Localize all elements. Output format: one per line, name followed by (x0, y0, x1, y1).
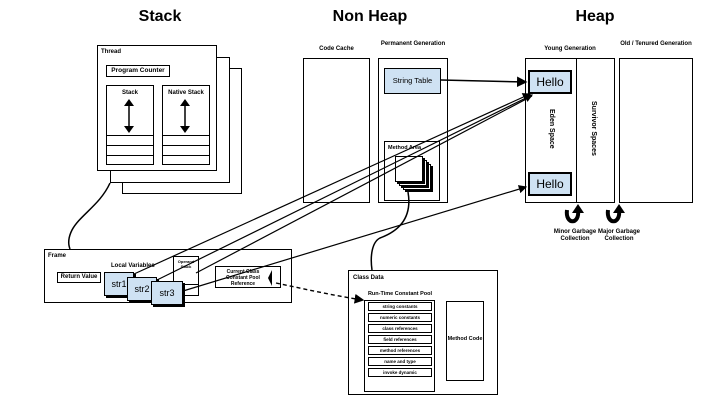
permanent-generation-label: Permanent Generation (380, 41, 446, 47)
str1-hello-reference (133, 93, 532, 275)
minor-gc-label: Minor Garbage Collection (553, 229, 597, 242)
rcp-item: name and type (368, 357, 432, 366)
str3-variable: str3 (151, 281, 183, 305)
old-generation-box (619, 58, 693, 203)
heap-header: Heap (575, 8, 615, 25)
major-gc-arrow (605, 204, 625, 224)
frame-title: Frame (48, 253, 67, 259)
hello-object-top: Hello (528, 70, 572, 94)
method-area-class-connector (370, 191, 410, 271)
native-stack-divider (163, 155, 209, 156)
thread-title: Thread (101, 49, 122, 55)
eden-space-label: Eden Space (548, 109, 555, 149)
eden-survivor-divider (576, 59, 577, 202)
native-stack-divider (163, 145, 209, 146)
thread-frame-connector (67, 182, 111, 250)
native-stack-updown-arrow (180, 99, 190, 133)
hello-object-bottom: Hello (528, 172, 572, 196)
method-code-box: Method Code (446, 301, 484, 381)
native-stack-column: Native Stack (162, 85, 210, 165)
cp-reference-pointer (268, 270, 272, 286)
str2-hello-reference (156, 94, 534, 281)
rcp-item: class references (368, 324, 432, 333)
rcp-item: string constants (368, 302, 432, 311)
cp-reference-dashed-arrow (275, 282, 365, 304)
old-generation-label: Old / Tenured Generation (620, 41, 692, 47)
stack-divider (107, 135, 153, 136)
stack-divider (107, 145, 153, 146)
stack-column-label: Stack (121, 90, 138, 96)
rcp-item: invoke dynamic (368, 368, 432, 377)
method-area-label: Method Area (388, 145, 422, 151)
class-data-title: Class Data (353, 275, 384, 281)
operand-stack-hello-reference (195, 95, 533, 274)
rcp-title: Run-Time Constant Pool (367, 291, 433, 297)
rcp-item: numeric constants (368, 313, 432, 322)
code-cache-box (303, 58, 370, 203)
survivor-spaces-label: Survivor Spaces (590, 101, 597, 156)
operand-stack-label: Operand Stack (177, 259, 195, 269)
major-gc-label: Major Garbage Collection (597, 229, 640, 242)
young-generation-label: Young Generation (544, 46, 596, 52)
method-area-box: Method Area (384, 141, 440, 201)
code-cache-label: Code Cache (319, 46, 354, 52)
minor-gc-arrow (564, 204, 584, 224)
frame-box: Frame Return Value Local Variables Opera… (44, 249, 292, 303)
string-table: String Table (384, 68, 441, 94)
method-code-label: Method Code (447, 336, 483, 342)
native-stack-label: Native Stack (168, 90, 204, 96)
cp-reference-label: Current Class Constant Pool Reference (226, 269, 260, 287)
stack-column: Stack (106, 85, 154, 165)
stack-divider (107, 155, 153, 156)
return-value: Return Value (57, 272, 101, 283)
local-variables-label: Local Variables (111, 263, 155, 269)
rcp-item: field references (368, 335, 432, 344)
program-counter: Program Counter (106, 65, 170, 77)
stack-updown-arrow (124, 99, 134, 133)
string-table-hello-arrow (440, 76, 528, 88)
operand-stack-divider (174, 284, 198, 285)
permanent-generation-box: String Table Method Area (378, 58, 448, 203)
rcp-item: method references (368, 346, 432, 355)
native-stack-divider (163, 135, 209, 136)
stack-header: Stack (138, 8, 182, 25)
cp-reference-box: Current Class Constant Pool Reference (215, 266, 281, 288)
non-heap-header: Non Heap (332, 8, 408, 25)
thread-box: Thread Program Counter Stack Native Stac… (97, 45, 217, 171)
str3-hello-reference (182, 185, 528, 292)
